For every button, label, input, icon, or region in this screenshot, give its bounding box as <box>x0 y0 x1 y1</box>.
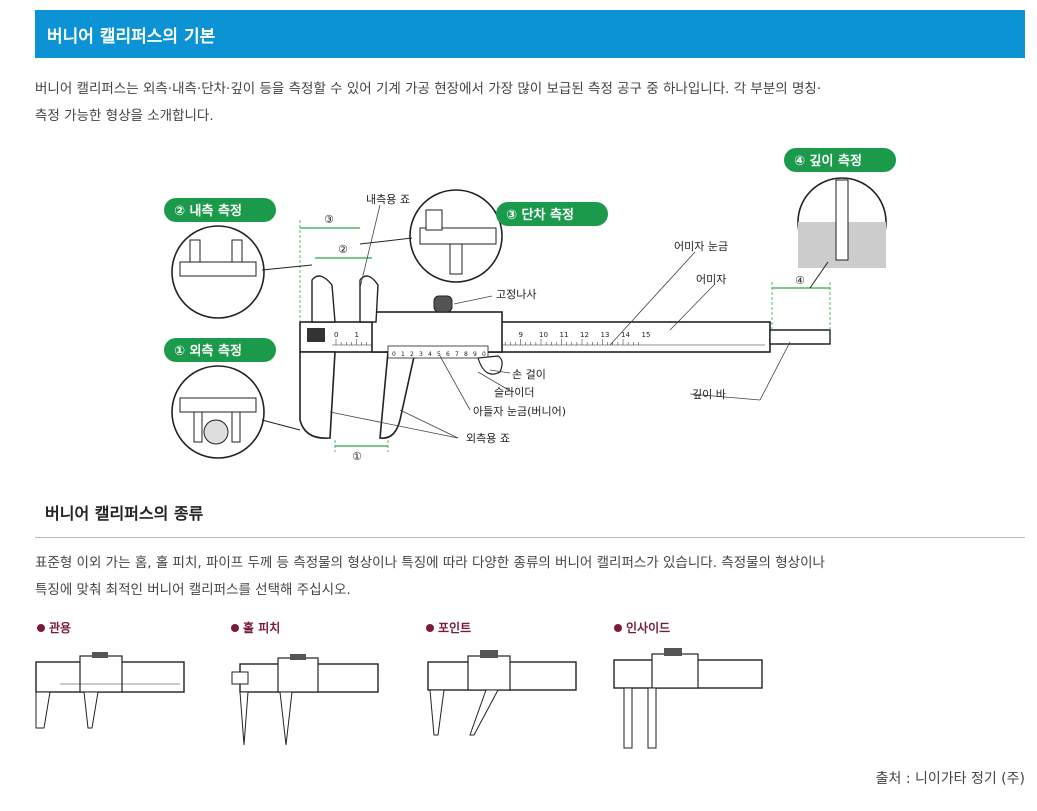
vernier-scale-label: 9 <box>473 351 477 358</box>
step-measure-zoom <box>359 189 503 283</box>
dim-mark-3: ③ <box>324 213 334 226</box>
label-outer-jaw: 외측용 죠 <box>466 432 510 445</box>
page-title: 버니어 캘리퍼스의 기본 <box>47 27 216 47</box>
dim-mark-4: ④ <box>795 274 805 287</box>
main-scale-label: 12 <box>580 331 589 339</box>
slider-outer-jaw <box>379 351 416 439</box>
main-scale-label: 0 <box>334 331 338 339</box>
main-scale-label: 9 <box>519 331 523 339</box>
label-inner-jaw: 내측용 죠 <box>366 193 410 206</box>
main-beam <box>299 321 771 353</box>
variant-point: 포인트 <box>426 620 577 736</box>
lock-screw <box>433 295 453 313</box>
svg-text:④ 깊이 측정: ④ 깊이 측정 <box>794 153 862 169</box>
depth-bar <box>769 329 831 345</box>
main-scale-label: 1 <box>355 331 359 339</box>
main-scale-label: 11 <box>560 331 569 339</box>
vernier-scale-label: 5 <box>437 351 441 358</box>
label-main-scale: 어미자 눈금 <box>674 240 728 253</box>
types-line-2: 특징에 맞춰 최적인 버니어 캘리퍼스를 선택해 주십시오. <box>35 582 351 598</box>
types-line-1: 표준형 이외 가는 홈, 홀 피치, 파이프 두께 등 측정물의 형상이나 특징… <box>35 555 825 571</box>
vernier-scale-label: 2 <box>410 351 414 358</box>
svg-text:인사이드: 인사이드 <box>626 620 670 635</box>
vernier-scale-label: 0 <box>482 351 486 358</box>
svg-text:홀 피치: 홀 피치 <box>243 620 280 635</box>
label-depth-bar: 깊이 바 <box>692 388 726 401</box>
main-scale-label: 10 <box>539 331 548 339</box>
vernier-scale-label: 3 <box>419 351 423 358</box>
vernier-scale-label: 1 <box>401 351 405 358</box>
badge-outside: ① 외측 측정 <box>164 338 276 362</box>
variant-hole-pitch: 홀 피치 <box>231 620 379 746</box>
source-credit: 출처 : 니이가타 정기 (주) <box>875 771 1025 787</box>
label-vernier: 아들자 눈금(버니어) <box>473 405 566 418</box>
fixed-inner-jaw <box>311 275 336 323</box>
vernier-scale <box>387 345 489 359</box>
svg-text:② 내측 측정: ② 내측 측정 <box>174 203 242 219</box>
types-paragraph: 표준형 이외 가는 홈, 홀 피치, 파이프 두께 등 측정물의 형상이나 특징… <box>35 550 1025 604</box>
outside-measure-zoom <box>171 365 301 459</box>
intro-line-2: 측정 가능한 형상을 소개합니다. <box>35 108 214 124</box>
variant-inside: 인사이드 <box>613 620 763 749</box>
main-scale-label: 13 <box>601 331 610 339</box>
inside-measure-zoom <box>171 225 313 319</box>
variant-gallery: 관용 홀 피치 포인트 인사이드 <box>35 620 763 749</box>
vernier-scale-label: 8 <box>464 351 468 358</box>
dim-mark-1: ① <box>352 450 362 463</box>
badge-depth: ④ 깊이 측정 <box>784 148 896 172</box>
vernier-scale-label: 7 <box>455 351 459 358</box>
vernier-scale-label: 0 <box>392 351 396 358</box>
label-thumb-grip: 손 걸이 <box>512 368 546 381</box>
dimension-guides <box>299 220 831 452</box>
label-slider: 슬라이더 <box>494 386 534 399</box>
depth-measure-zoom <box>797 177 887 289</box>
header-banner: 버니어 캘리퍼스의 기본 <box>35 10 1025 58</box>
badge-inside: ② 내측 측정 <box>164 198 276 222</box>
main-scale-label: 14 <box>621 331 630 339</box>
svg-text:포인트: 포인트 <box>438 620 471 635</box>
svg-text:관용: 관용 <box>49 620 71 635</box>
label-main-beam: 어미자 <box>696 273 726 286</box>
fixed-outer-jaw <box>299 351 336 439</box>
svg-text:③ 단차 측정: ③ 단차 측정 <box>506 207 574 223</box>
intro-paragraph: 버니어 캘리퍼스는 외측·내측·단차·깊이 등을 측정할 수 있어 기계 가공 … <box>35 76 1025 130</box>
slider-inner-jaw <box>359 275 379 323</box>
types-heading: 버니어 캘리퍼스의 종류 <box>45 504 204 523</box>
leader-lines <box>329 204 791 439</box>
vernier-scale-label: 4 <box>428 351 432 358</box>
badge-step: ③ 단차 측정 <box>496 202 608 226</box>
thumb-grip <box>477 355 503 375</box>
section-divider <box>35 537 1025 538</box>
label-lock-screw: 고정나사 <box>496 288 536 301</box>
dimension-lines <box>300 227 830 447</box>
vernier-scale-label: 6 <box>446 351 450 358</box>
brand-logo <box>307 328 325 342</box>
variant-standard: 관용 <box>35 620 185 729</box>
dim-mark-2: ② <box>338 243 348 256</box>
intro-line-1: 버니어 캘리퍼스는 외측·내측·단차·깊이 등을 측정할 수 있어 기계 가공 … <box>35 81 822 97</box>
main-scale-label: 15 <box>642 331 651 339</box>
svg-text:① 외측 측정: ① 외측 측정 <box>174 343 242 359</box>
